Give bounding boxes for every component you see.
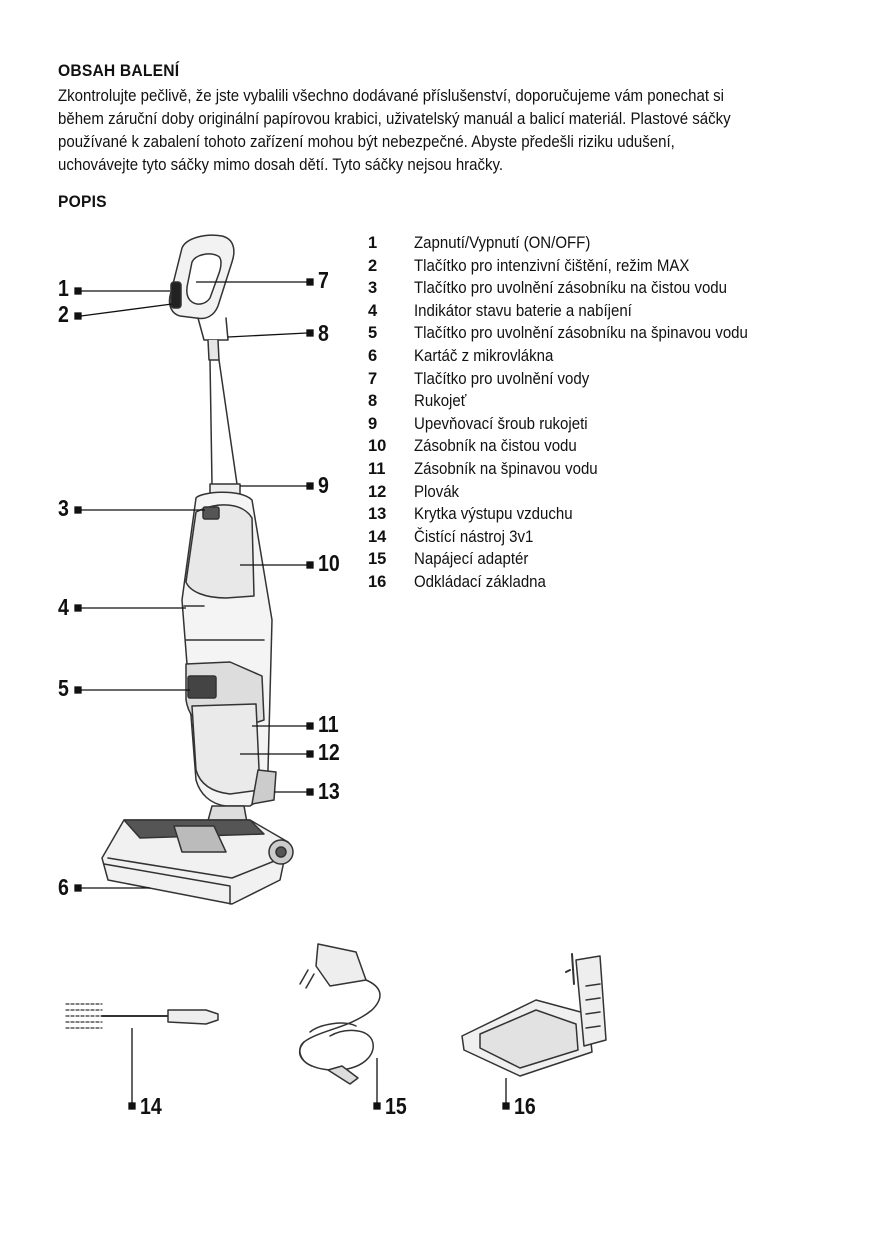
part-item: 11 Zásobník na špinavou vodu: [368, 458, 828, 481]
part-label: Rukojeť: [414, 392, 467, 411]
part-label: Upevňovací šroub rukojeti: [414, 414, 588, 433]
part-label: Tlačítko pro intenzivní čištění, režim M…: [414, 256, 690, 275]
part-label: Indikátor stavu baterie a nabíjení: [414, 301, 632, 320]
part-item: 6 Kartáč z mikrovlákna: [368, 345, 828, 368]
leader-line-8: [227, 329, 314, 338]
callout-number: 8: [318, 320, 329, 346]
part-number: 8: [368, 392, 378, 411]
callout-number: 14: [140, 1093, 162, 1119]
callout-number: 9: [318, 472, 329, 498]
leader-line-16: [502, 1078, 510, 1110]
part-item: 5 Tlačítko pro uvolnění zásobníku na špin…: [368, 322, 828, 345]
power-adapter: [298, 943, 381, 1085]
contents-paragraph: Zkontrolujte pečlivě, že jste vybalili v…: [58, 85, 858, 177]
part-number: 2: [368, 256, 378, 275]
part-number: 6: [368, 346, 378, 365]
callout-number: 6: [58, 874, 69, 900]
leader-line-11: [252, 722, 314, 730]
callout-number: 7: [318, 267, 329, 293]
leader-line-10: [240, 561, 314, 569]
part-label: Napájecí adaptér: [414, 550, 529, 569]
part-label: Kartáč z mikrovlákna: [414, 346, 554, 365]
part-item: 3 Tlačítko pro uvolnění zásobníku na čist…: [368, 277, 828, 300]
part-label: Odkládací základna: [414, 572, 546, 591]
part-label: Krytka výstupu vzduchu: [414, 505, 573, 524]
leader-line-1: [74, 287, 170, 295]
part-number: 5: [368, 324, 378, 343]
callout-number: 16: [514, 1093, 536, 1119]
part-number: 7: [368, 369, 378, 388]
part-number: 4: [368, 301, 378, 320]
part-number: 11: [368, 459, 386, 478]
callout-number: 12: [318, 739, 340, 765]
part-item: 1 Zapnutí/Vypnutí (ON/OFF): [368, 232, 828, 255]
part-number: 15: [368, 550, 387, 569]
part-label: Plovák: [414, 482, 460, 501]
leader-line-14: [128, 1028, 136, 1110]
part-number: 9: [368, 414, 378, 433]
cleaning-tool-3in1: [65, 1003, 219, 1029]
description-heading: POPIS: [58, 192, 107, 211]
part-item: 12 Plovák: [368, 481, 828, 504]
handle-grip: [168, 234, 235, 341]
paragraph-line: během záruční doby originální papírovou …: [58, 110, 731, 128]
part-label: Zásobník na čistou vodu: [414, 437, 577, 456]
cleaning-head: [101, 805, 294, 905]
part-item: 15 Napájecí adaptér: [368, 548, 828, 571]
leader-line-13: [274, 788, 314, 796]
part-number: 16: [368, 572, 387, 591]
callout-number: 5: [58, 675, 69, 701]
part-label: Tlačítko pro uvolnění vody: [414, 369, 590, 388]
part-item: 8 Rukojeť: [368, 390, 828, 413]
part-label: Čistící nástroj 3v1: [414, 527, 534, 546]
callout-number: 4: [58, 594, 69, 620]
part-item: 7 Tlačítko pro uvolnění vody: [368, 368, 828, 391]
leader-line-12: [240, 750, 314, 758]
part-number: 14: [368, 527, 387, 546]
leader-line-3: [74, 506, 205, 514]
leader-line-5: [74, 686, 190, 694]
paragraph-line: uchovávejte tyto sáčky mimo dosah dětí. …: [58, 156, 504, 174]
docking-base: [461, 953, 607, 1077]
part-label: Zásobník na špinavou vodu: [414, 459, 598, 478]
leader-line-9: [240, 482, 314, 490]
part-label: Zapnutí/Vypnutí (ON/OFF): [414, 234, 591, 252]
leader-line-6: [74, 884, 150, 892]
callout-number: 2: [58, 301, 69, 327]
callout-number: 15: [385, 1093, 407, 1119]
part-item: 14 Čistící nástroj 3v1: [368, 526, 828, 549]
part-number: 12: [368, 482, 387, 501]
part-item: 10 Zásobník na čistou vodu: [368, 435, 828, 458]
part-label: Tlačítko pro uvolnění zásobníku na čisto…: [414, 279, 728, 298]
leader-line-15: [373, 1058, 381, 1110]
leader-line-2: [74, 303, 173, 320]
callout-number: 11: [318, 711, 339, 737]
paragraph-line: Zkontrolujte pečlivě, že jste vybalili v…: [58, 87, 725, 105]
part-number: 13: [368, 505, 387, 524]
leader-line-7: [196, 278, 314, 286]
part-number: 1: [368, 234, 378, 252]
callout-number: 13: [318, 778, 340, 804]
callout-number: 1: [58, 275, 69, 301]
part-number: 3: [368, 279, 378, 298]
part-item: 16 Odkládací základna: [368, 571, 828, 594]
part-number: 10: [368, 437, 387, 456]
cleaner-body: [181, 491, 277, 807]
callout-number: 3: [58, 495, 69, 521]
contents-heading: OBSAH BALENÍ: [58, 61, 180, 80]
part-item: 2 Tlačítko pro intenzivní čištění, režim …: [368, 255, 828, 278]
part-label: Tlačítko pro uvolnění zásobníku na špina…: [414, 324, 748, 343]
part-item: 9 Upevňovací šroub rukojeti: [368, 413, 828, 436]
part-item: 13 Krytka výstupu vzduchu: [368, 503, 828, 526]
callout-number: 10: [318, 550, 340, 576]
part-item: 4 Indikátor stavu baterie a nabíjení: [368, 300, 828, 323]
leader-line-4: [74, 604, 186, 612]
handle-shaft: [207, 339, 241, 497]
paragraph-line: používané k zabalení tohoto zařízení moh…: [58, 133, 675, 151]
